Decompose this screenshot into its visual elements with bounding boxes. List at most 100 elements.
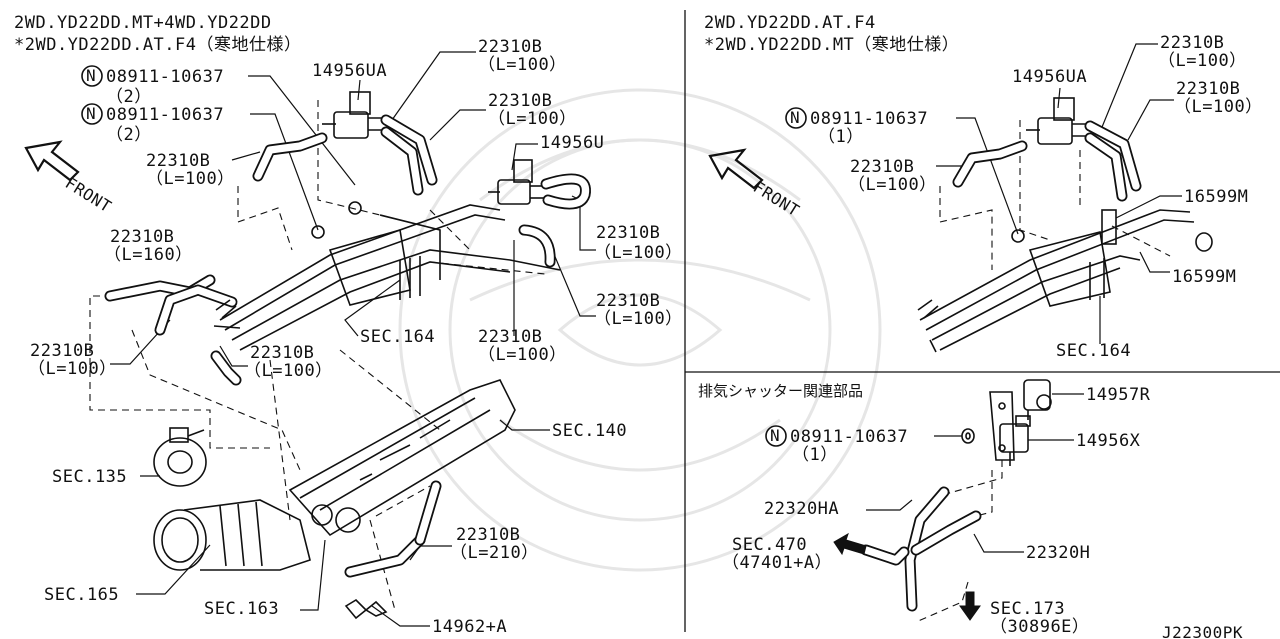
nut-n-letter: N bbox=[86, 104, 96, 123]
sec165-label: SEC.165 bbox=[44, 585, 119, 605]
clip-label: 14962+A bbox=[432, 617, 507, 637]
front-arrow-icon: FRONT bbox=[24, 140, 115, 216]
left-panel: 2WD.YD22DD.MT+4WD.YD22DD *2WD.YD22DD.AT.… bbox=[14, 13, 683, 637]
hose-i-label: 22310B bbox=[250, 343, 314, 363]
rb-heading: 排気シャッター関連部品 bbox=[698, 382, 863, 400]
vacuum-valve-ua-icon bbox=[322, 91, 386, 139]
rt-cap-b-label: 16599M bbox=[1172, 267, 1236, 287]
left-dashed-guides bbox=[89, 100, 546, 611]
hose-c-label: 22310B bbox=[146, 151, 210, 171]
watermark-emblem bbox=[398, 88, 882, 572]
left-heading-line2: *2WD.YD22DD.AT.F4（寒地仕様） bbox=[14, 35, 302, 55]
nut-n-letter: N bbox=[770, 426, 780, 445]
nut-n-letter: N bbox=[790, 108, 800, 127]
sec140-label: SEC.140 bbox=[552, 421, 627, 441]
rt-cap-a-label: 16599M bbox=[1184, 187, 1248, 207]
right-top-heading-line1: 2WD.YD22DD.AT.F4 bbox=[704, 13, 876, 33]
nut-symbol-icon bbox=[785, 107, 807, 129]
sec163-label: SEC.163 bbox=[204, 599, 279, 619]
valve-ua-label: 14956UA bbox=[312, 61, 387, 81]
rt-pipe-bracket-assembly bbox=[917, 209, 1213, 353]
bolt-b-qty: （2） bbox=[106, 125, 152, 145]
rb-valve-r-icon bbox=[1023, 379, 1052, 420]
hose-d-label: 22310B bbox=[110, 227, 174, 247]
rb-washer-icon bbox=[961, 428, 975, 444]
rb-valve-r-label: 14957R bbox=[1086, 385, 1151, 405]
hose-j-length: （L=210） bbox=[450, 543, 539, 563]
rb-sec173-label: SEC.173 bbox=[990, 599, 1065, 619]
bolt-a-number: 08911-10637 bbox=[106, 67, 224, 87]
left-heading-line1: 2WD.YD22DD.MT+4WD.YD22DD bbox=[14, 13, 272, 33]
hose-b-label: 22310B bbox=[488, 91, 552, 111]
hose-f-label: 22310B bbox=[596, 291, 660, 311]
pipe-bracket-assembly bbox=[213, 201, 561, 351]
rb-valve-x-icon bbox=[999, 415, 1031, 466]
rb-hose-h-label: 22320H bbox=[1026, 543, 1090, 563]
rt-sec164-label: SEC.164 bbox=[1056, 341, 1131, 361]
left-bolt-callout-a: N 08911-10637 （2） bbox=[81, 65, 224, 107]
air-intake-duct bbox=[153, 499, 311, 571]
rt-dashed-guides bbox=[939, 120, 1171, 270]
hose-e-length: （L=100） bbox=[594, 243, 683, 263]
sec164-label: SEC.164 bbox=[360, 327, 435, 347]
rt-bolt-callout: N 08911-10637 （1） bbox=[785, 107, 928, 147]
rb-bolt-number: 08911-10637 bbox=[790, 427, 908, 447]
right-top-heading-line2: *2WD.YD22DD.MT（寒地仕様） bbox=[704, 35, 959, 55]
bolt-a-qty: （2） bbox=[106, 87, 152, 107]
hose-g-length: （L=100） bbox=[478, 345, 567, 365]
rt-hose-a-label: 22310B bbox=[1160, 33, 1224, 53]
rt-valve-ua-label: 14956UA bbox=[1012, 67, 1087, 87]
hose-a-length: （L=100） bbox=[478, 55, 567, 75]
valve-u-label: 14956U bbox=[540, 133, 604, 153]
nut-symbol-icon bbox=[765, 425, 787, 447]
hose-h-length: （L=100） bbox=[28, 359, 117, 379]
rb-hoses bbox=[860, 486, 982, 612]
left-hoses bbox=[104, 114, 591, 578]
rb-sec470-ref: （47401+A） bbox=[722, 553, 832, 573]
nut-symbol-icon bbox=[81, 103, 103, 125]
vacuum-valve-u-icon bbox=[488, 159, 546, 205]
rb-bolt-callout: N 08911-10637 （1） bbox=[765, 425, 908, 465]
rb-arrow-left-icon bbox=[833, 532, 867, 556]
hose-d-length: （L=160） bbox=[104, 245, 193, 265]
rt-bolt-number: 08911-10637 bbox=[810, 109, 928, 129]
rt-hose-b-length: （L=100） bbox=[1174, 97, 1263, 117]
rt-hose-a-length: （L=100） bbox=[1158, 51, 1247, 71]
rt-hoses bbox=[952, 120, 1142, 202]
rt-bolt-qty: （1） bbox=[818, 127, 864, 147]
hose-a-label: 22310B bbox=[478, 37, 542, 57]
hose-i-length: （L=100） bbox=[244, 361, 333, 381]
left-front-label: FRONT bbox=[62, 173, 115, 216]
rt-hose-c-label: 22310B bbox=[850, 157, 914, 177]
rb-leader-lines bbox=[866, 393, 1084, 553]
rb-sec470-label: SEC.470 bbox=[732, 535, 807, 555]
nut-n-letter: N bbox=[86, 66, 96, 85]
bolt-b-number: 08911-10637 bbox=[106, 105, 224, 125]
figure-id: J22300PK bbox=[1162, 623, 1243, 639]
hose-j-label: 22310B bbox=[456, 525, 520, 545]
intake-manifold bbox=[288, 379, 516, 537]
rt-hose-c-length: （L=100） bbox=[848, 175, 937, 195]
rb-bracket bbox=[989, 391, 1015, 461]
rb-hose-ha-label: 22320HA bbox=[764, 499, 839, 519]
rb-bolt-qty: （1） bbox=[792, 445, 838, 465]
hose-f-length: （L=100） bbox=[594, 309, 683, 329]
rt-leader-lines bbox=[936, 43, 1182, 344]
sec135-label: SEC.135 bbox=[52, 467, 127, 487]
hose-b-length: （L=100） bbox=[488, 109, 577, 129]
rb-arrow-down-icon bbox=[959, 591, 981, 621]
nut-symbol-icon bbox=[81, 65, 103, 87]
hose-e-label: 22310B bbox=[596, 223, 660, 243]
rb-valve-x-label: 14956X bbox=[1076, 431, 1141, 451]
rt-vacuum-valve-ua-icon bbox=[1026, 97, 1090, 145]
left-bolt-callout-b: N 08911-10637 （2） bbox=[81, 103, 224, 145]
vacuum-pump bbox=[153, 427, 207, 487]
hose-h-label: 22310B bbox=[30, 341, 94, 361]
rb-sec173-ref: （30896E） bbox=[990, 617, 1089, 637]
hose-c-length: （L=100） bbox=[146, 169, 235, 189]
right-top-panel: 2WD.YD22DD.AT.F4 *2WD.YD22DD.MT（寒地仕様） FR… bbox=[704, 13, 1263, 361]
clip-icon bbox=[344, 598, 388, 620]
right-bottom-panel: 排気シャッター関連部品 14957R N 08911-10637 （1） 149… bbox=[698, 379, 1243, 639]
hose-g-label: 22310B bbox=[478, 327, 542, 347]
